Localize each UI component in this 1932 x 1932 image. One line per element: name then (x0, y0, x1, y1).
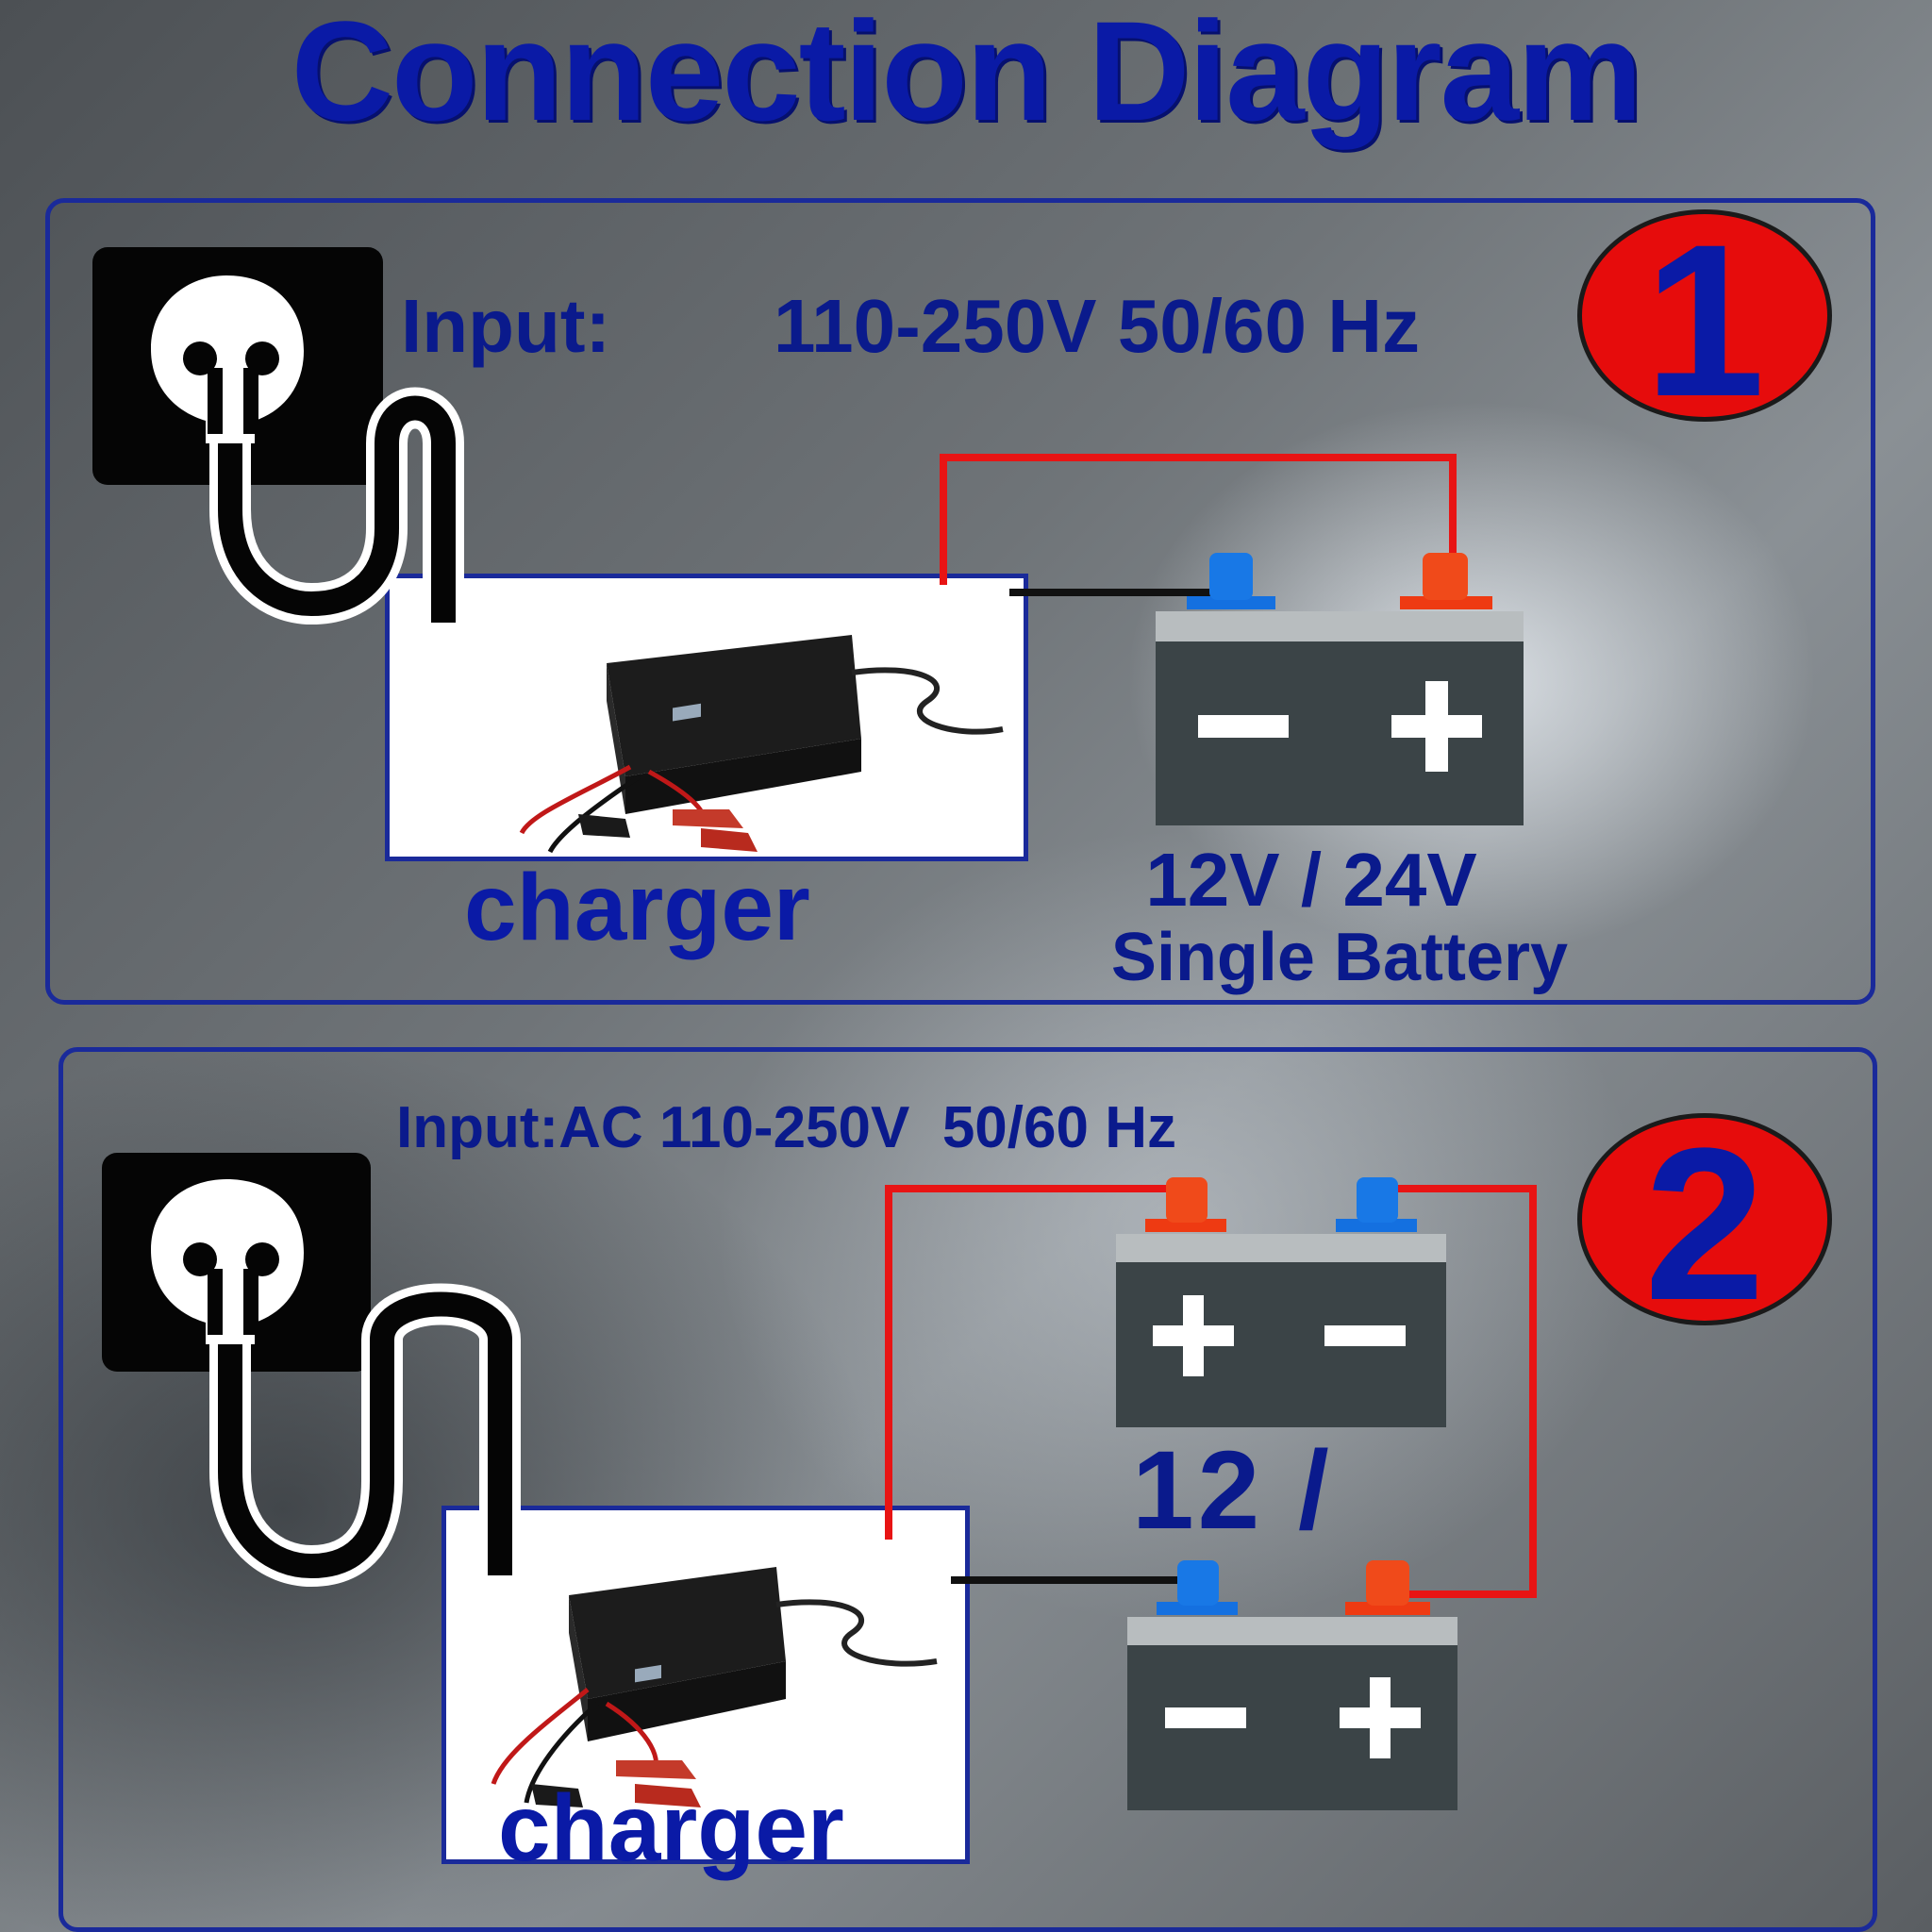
wire-series-link (1387, 1185, 1537, 1598)
power-plug-icon (102, 1153, 521, 1588)
battery-icon (1127, 1560, 1457, 1810)
charger-label-1: charger (464, 855, 810, 960)
charger-label-2: charger (498, 1775, 844, 1881)
step-number-badge-2: 2 (1577, 1113, 1832, 1333)
battery-voltage-2: 12 / (1132, 1428, 1333, 1553)
page-title: Connection Diagram (291, 0, 1643, 150)
power-plug-icon (92, 247, 464, 625)
battery-icon (1156, 553, 1524, 825)
diagram-panel-1 (45, 198, 1875, 1005)
battery-type-1: Single Battery (1110, 920, 1569, 995)
wire-positive-2 (885, 1185, 1187, 1540)
minus-symbol (1198, 715, 1289, 738)
wire-positive-1 (940, 454, 1457, 585)
input-spec-1: 110-250V 50/60 Hz (774, 284, 1420, 368)
minus-symbol (1165, 1707, 1246, 1728)
battery-voltage-1: 12V / 24V (1145, 838, 1477, 922)
minus-symbol (1324, 1325, 1406, 1346)
input-spec-2: Input:AC 110-250V 50/60 Hz (396, 1095, 1176, 1160)
charger-image-2 (441, 1506, 970, 1864)
step-number-badge-1: 1 (1577, 209, 1832, 429)
charger-image-1 (385, 574, 1028, 861)
charger-icon (491, 1567, 938, 1807)
battery-icon (1116, 1177, 1446, 1427)
charger-icon (519, 635, 1004, 854)
input-label-1: Input: (401, 284, 611, 368)
diagram-panel-2 (58, 1047, 1877, 1932)
